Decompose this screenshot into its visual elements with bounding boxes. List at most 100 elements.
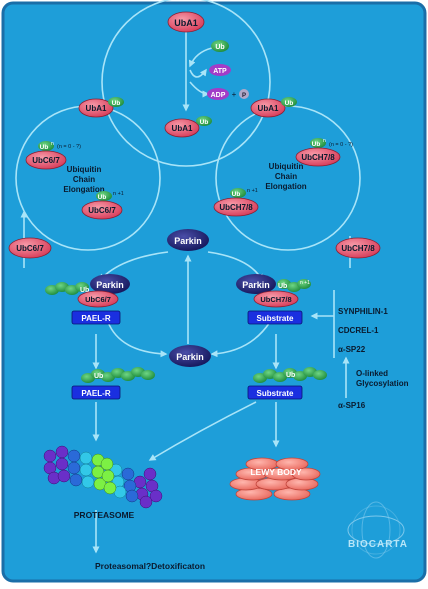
right-ubn-top-node [310,138,326,148]
sp22-label: α-SP22 [338,345,366,354]
biocarta-logo: BIOCARTA [347,501,408,559]
left-cycle: Ub n (n = 0 - ?) UbC6/7 Ubiquitin Chain … [8,141,124,259]
right-ubch-side-label: UbCH7/8 [341,244,375,253]
right-complex-parkin-label: Parkin [242,280,270,290]
right-ub-chain-beads [253,367,327,383]
uba1-right-node [250,98,286,118]
ub-free-node [211,40,229,52]
lewy-body-graphic: LEWY BODY [229,457,321,501]
left-complex-ubc-node [77,290,119,308]
left-complex-parkin-node [90,274,130,294]
left-ubn-top-sup: n [51,141,54,147]
left-ub-substrate-box [71,385,121,400]
right-ubch-mid-node [213,197,259,217]
atp-node [209,64,231,76]
parkin-top-label: Parkin [174,236,202,246]
uba1-left-label: UbA1 [86,104,107,113]
uba1-left-node [78,98,114,118]
uba1-top-node [167,11,205,33]
left-complex-ub-chain [45,282,89,295]
right-label-line1: Ubiquitin [269,162,304,171]
phosphate-node [239,89,249,99]
left-label-line3: Elongation [63,185,104,194]
sp16-label: α-SP16 [338,401,366,410]
atp-arrow [189,68,207,78]
parkin-top-node [167,229,209,251]
uba1-right-label: UbA1 [258,104,279,113]
left-ubn-top-node [38,141,54,151]
left-ubc-side-label: UbC6/7 [16,244,44,253]
left-complex-substrate-box [71,310,121,325]
ub-in-arrow [188,47,213,68]
left-ubn1-sup: n +1 [113,191,124,197]
left-ubn1-node [96,191,112,201]
left-complex-ubn-label: Ub [80,287,89,294]
left-ub-substrate-label: PAEL-R [81,389,110,398]
right-complex-substrate-label: Substrate [257,314,294,323]
right-ub-substrate-box [247,385,303,400]
left-label-line2: Chain [73,175,95,184]
right-complex: Parkin Ub n +1 UbCH7/8 Substrate Ub Subs… [236,274,327,400]
left-complex-substrate-label: PAEL-R [81,314,110,323]
lewy-body-label: LEWY BODY [250,467,302,477]
parkin-bottom-label: Parkin [176,352,204,362]
left-ubn-top-range: (n = 0 - ?) [57,144,81,150]
left-ubn1-label: Ub [98,194,107,201]
left-ubc-top-node [25,150,67,170]
right-ubn1-label: Ub [232,191,241,198]
top-cycle: UbA1 Ub ATP ADP + P UbA1 Ub UbA1 Ub UbA1… [78,11,297,138]
left-ubc-side-node [8,237,52,259]
proteasome-graphic: PROTEASOME [43,445,163,520]
right-label-line3: Elongation [265,182,306,191]
right-ub-chain-label: Ub [286,372,295,379]
left-ubc-mid-label: UbC6/7 [88,206,116,215]
substrate-to-proteasome-arrow [148,401,257,461]
left-to-parkin-bottom-arrow [107,321,168,358]
right-complex-ubch-node [253,290,299,308]
right-ubch-top-label: UbCH7/8 [301,153,335,162]
uba1-right-ub-node [281,97,297,107]
left-complex-ubc-label: UbC6/7 [85,295,111,304]
left-ub-chain-beads [81,367,155,383]
parkin-bottom-node [169,345,211,367]
right-ubn1-node [230,188,246,198]
left-ubc-top-label: UbC6/7 [32,156,60,165]
left-ubc-mid-node [81,200,123,220]
adp-label: ADP [211,92,226,99]
uba1-bottom-ub-label: Ub [200,119,209,126]
right-ub-substrate-label: Substrate [257,389,294,398]
right-ubch-mid-label: UbCH7/8 [219,203,253,212]
right-ubn-top-sup: n [323,138,326,144]
cdcrel-label: CDCREL-1 [338,326,379,335]
uba1-bottom-ub-node [196,116,212,126]
center-parkin: Parkin Parkin [167,229,211,367]
uba1-left-ub-node [108,97,124,107]
uba1-right-ub-label: Ub [285,100,294,107]
left-label-line1: Ubiquitin [67,165,102,174]
substrate-list: SYNPHILIN-1 CDCREL-1 α-SP22 O-linked Gly… [338,307,409,410]
right-cycle: Ub n (n = 0 - ?) UbCH7/8 Ubiquitin Chain… [213,138,381,259]
right-complex-substrate-box [247,310,303,325]
biocarta-logo-text: BIOCARTA [348,539,408,550]
right-ubch-top-node [295,147,341,167]
uba1-top-label: UbA1 [174,18,198,28]
right-ubn-top-range: (n = 0 - ?) [329,142,353,148]
outcome-label: Proteasomal?Detoxificaton [95,561,205,571]
uba1-bottom-node [164,118,200,138]
right-ubn1-sup: n +1 [247,188,258,194]
adp-arrow [189,81,210,98]
right-complex-ubn-sup: n +1 [300,280,310,286]
left-ub-chain-label: Ub [94,373,103,380]
adp-plus-label: + [232,90,237,99]
right-label-line2: Chain [275,172,297,181]
right-ubch-side-node [335,237,381,259]
right-ubn-top-label: Ub [312,141,321,148]
adp-node [207,88,229,100]
uba1-left-ub-label: Ub [112,100,121,107]
uba1-bottom-label: UbA1 [172,124,193,133]
proteasome-label: PROTEASOME [74,510,135,520]
ub-free-label: Ub [215,44,224,51]
right-complex-ubch-label: UbCH7/8 [260,295,291,304]
